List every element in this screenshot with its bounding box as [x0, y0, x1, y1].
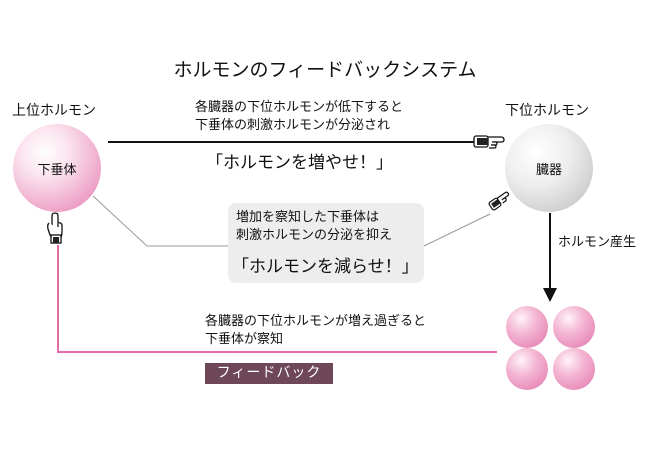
hormone-ball	[553, 348, 595, 390]
suppression-box	[228, 203, 424, 283]
diagram-title: ホルモンのフィードバックシステム	[173, 59, 477, 81]
hormone-ball	[506, 306, 548, 348]
decrease-quote: 「ホルモンを減らせ！」	[232, 257, 419, 277]
middle-text-line2: 刺激ホルモンの分泌を抑え	[236, 228, 393, 243]
increase-quote: 「ホルモンを増やせ！」	[206, 153, 393, 173]
feedback-line	[57, 245, 497, 353]
hormone-ball	[553, 306, 595, 348]
top-arrow-text-line1: 各臓器の下位ホルモンが低下すると	[195, 100, 404, 115]
upper-hormone-heading: 上位ホルモン	[12, 103, 96, 119]
production-label: ホルモン産生	[558, 235, 637, 250]
pointing-hand-small-icon	[488, 191, 510, 211]
lower-hormone-heading: 下位ホルモン	[505, 103, 589, 119]
hormone-ball	[506, 348, 548, 390]
suppression-line	[92, 195, 228, 247]
middle-text-line1: 増加を察知した下垂体は	[236, 210, 380, 225]
suppression-line-right	[423, 213, 491, 247]
pointing-hand-up-icon	[47, 212, 63, 244]
organ-label: 臓器	[535, 162, 562, 178]
pointing-hand-right-icon	[473, 135, 505, 149]
bottom-text-line2: 下垂体が察知	[205, 332, 284, 347]
production-arrowhead	[543, 288, 557, 302]
pituitary-sphere: 下垂体	[13, 124, 101, 212]
top-arrow-text-line2: 下垂体の刺激ホルモンが分泌され	[195, 118, 391, 133]
organ-sphere: 臓器	[505, 124, 593, 212]
pituitary-label: 下垂体	[37, 162, 77, 178]
bottom-text-line1: 各臓器の下位ホルモンが増え過ぎると	[205, 314, 427, 329]
feedback-label: フィードバック	[205, 363, 333, 384]
